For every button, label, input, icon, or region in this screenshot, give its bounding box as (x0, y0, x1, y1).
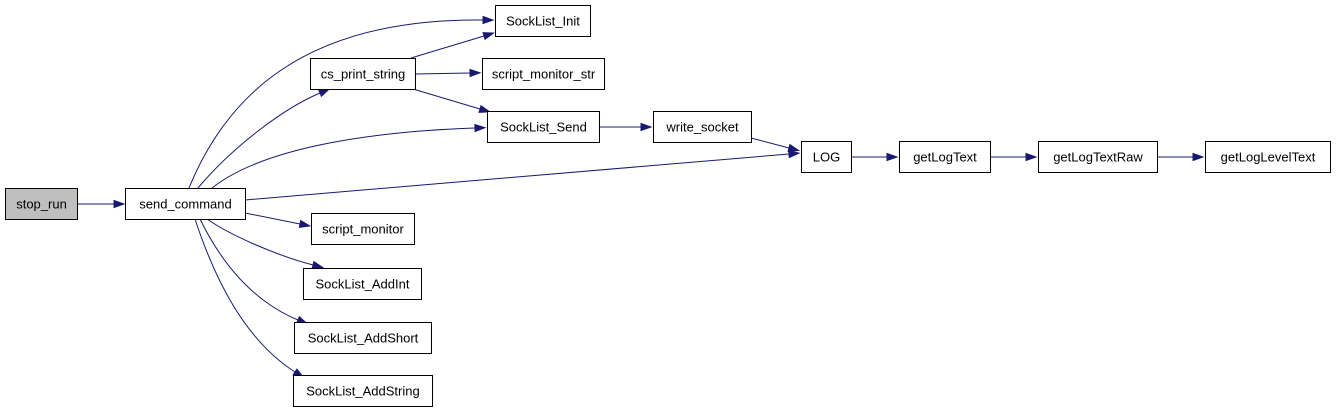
edge-line (412, 88, 481, 110)
edge-line (211, 127, 476, 189)
edge-write-socket-to-log (750, 137, 801, 152)
edge-send-command-to-script-monitor (244, 212, 312, 229)
node-label: SockList_AddString (306, 384, 419, 399)
node-log[interactable]: LOG (801, 141, 852, 173)
arrow-head-icon (478, 104, 492, 113)
arrow-head-icon (113, 199, 126, 209)
node-label: getLogTextRaw (1053, 150, 1143, 165)
node-box[interactable] (310, 58, 416, 90)
node-box[interactable] (293, 375, 433, 407)
node-label: SockList_AddShort (308, 331, 419, 346)
edge-line (199, 218, 299, 321)
arrow-head-icon (1192, 152, 1205, 162)
arrow-head-icon (469, 68, 482, 78)
node-box[interactable] (125, 188, 246, 220)
arrow-head-icon (474, 123, 487, 133)
edge-get-log-text-raw-to-get-log-level-text (1157, 152, 1205, 162)
node-box[interactable] (294, 322, 432, 354)
edges-layer (77, 15, 1205, 379)
arrow-head-icon (311, 260, 325, 269)
edge-send-command-to-sock-list-add-string (194, 218, 305, 379)
node-box[interactable] (495, 5, 591, 37)
arrow-head-icon (788, 149, 801, 159)
edge-sock-list-send-to-write-socket (599, 122, 653, 132)
edge-line (194, 218, 296, 373)
node-box[interactable] (1038, 141, 1158, 173)
edge-cs-print-string-to-script-monitor-str (414, 68, 482, 78)
node-box[interactable] (311, 213, 415, 245)
edge-line (750, 137, 790, 149)
edge-send-command-to-sock-list-send (211, 123, 487, 189)
node-write-socket[interactable]: write_socket (653, 111, 752, 143)
arrow-head-icon (640, 122, 653, 132)
edge-send-command-to-sock-list-add-int (206, 218, 325, 269)
node-script-monitor-str[interactable]: script_monitor_str (482, 58, 605, 90)
node-send-command[interactable]: send_command (125, 188, 246, 220)
arrow-head-icon (482, 32, 496, 41)
edge-log-to-get-log-text (851, 152, 899, 162)
edge-send-command-to-sock-list-add-short (199, 218, 309, 325)
edge-line (244, 153, 790, 201)
edge-cs-print-string-to-sock-list-init (410, 32, 496, 59)
node-box[interactable] (1205, 141, 1331, 173)
node-script-monitor[interactable]: script_monitor (311, 213, 415, 245)
node-sock-list-send[interactable]: SockList_Send (487, 111, 600, 143)
node-box[interactable] (653, 111, 752, 143)
node-label: SockList_Send (500, 120, 587, 135)
node-label: cs_print_string (321, 67, 406, 82)
node-label: SockList_AddInt (316, 277, 410, 292)
edge-stop-run-to-send-command (77, 199, 126, 209)
node-get-log-level-text[interactable]: getLogLevelText (1205, 141, 1331, 173)
node-cs-print-string[interactable]: cs_print_string (310, 58, 416, 90)
edge-send-command-to-log (244, 149, 801, 201)
node-sock-list-add-string[interactable]: SockList_AddString (293, 375, 433, 407)
arrow-head-icon (482, 15, 495, 25)
edge-line (206, 218, 314, 266)
node-label: script_monitor_str (492, 67, 596, 82)
node-sock-list-init[interactable]: SockList_Init (495, 5, 591, 37)
node-get-log-text[interactable]: getLogText (899, 141, 991, 173)
edge-send-command-to-sock-list-init (188, 15, 495, 189)
edge-line (244, 212, 301, 225)
edge-cs-print-string-to-sock-list-send (412, 88, 492, 113)
node-box[interactable] (801, 141, 852, 173)
nodes-layer: stop_run send_command SockList_Init cs_prin… (5, 5, 1331, 407)
node-label: script_monitor (322, 222, 404, 237)
node-label: getLogLevelText (1221, 150, 1316, 165)
node-box[interactable] (487, 111, 600, 143)
node-sock-list-add-int[interactable]: SockList_AddInt (303, 268, 422, 300)
arrow-head-icon (886, 152, 899, 162)
node-box[interactable] (482, 58, 605, 90)
node-box[interactable] (5, 188, 78, 220)
arrow-head-icon (317, 88, 331, 98)
node-label: send_command (139, 197, 232, 212)
edge-line (188, 19, 484, 189)
node-label: stop_run (16, 197, 67, 212)
edge-send-command-to-cs-print-string (197, 88, 331, 189)
edge-line (410, 35, 485, 59)
edge-line (197, 92, 321, 189)
edge-line (414, 72, 471, 75)
node-get-log-text-raw[interactable]: getLogTextRaw (1038, 141, 1158, 173)
node-sock-list-add-short[interactable]: SockList_AddShort (294, 322, 432, 354)
node-stop-run[interactable]: stop_run (5, 188, 78, 220)
arrow-head-icon (1025, 152, 1038, 162)
node-label: write_socket (665, 120, 739, 135)
node-box[interactable] (303, 268, 422, 300)
node-label: LOG (813, 150, 840, 165)
edge-get-log-text-to-get-log-text-raw (990, 152, 1038, 162)
node-label: SockList_Init (506, 14, 580, 29)
arrow-head-icon (298, 219, 312, 229)
node-label: getLogText (913, 150, 977, 165)
arrow-head-icon (787, 143, 801, 152)
node-box[interactable] (899, 141, 991, 173)
